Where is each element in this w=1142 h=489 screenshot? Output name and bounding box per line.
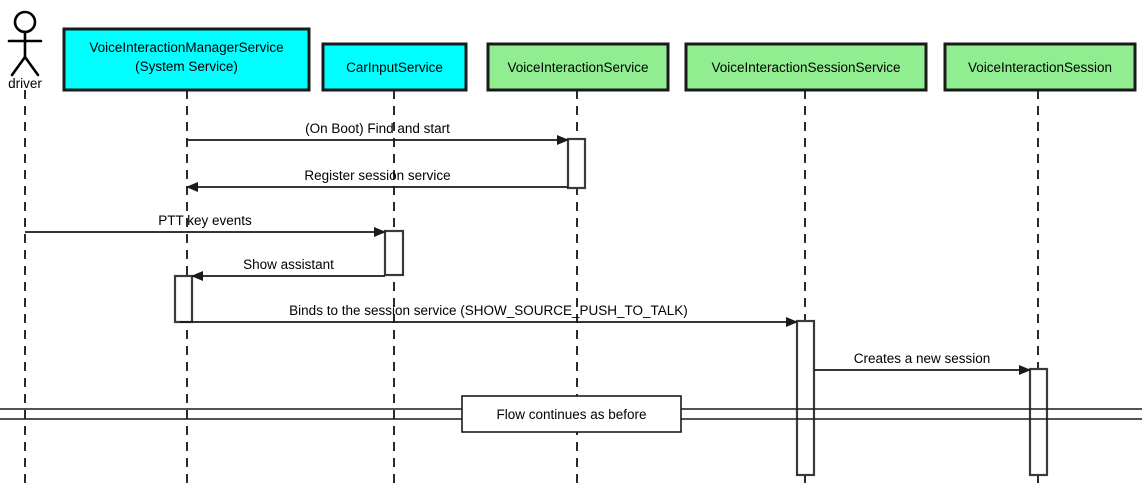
participant-box-vims[interactable] [62, 27, 311, 92]
participant-vsession[interactable]: VoiceInteractionSession [943, 42, 1137, 92]
participant-vsess_service[interactable]: VoiceInteractionSessionService [684, 42, 928, 92]
flow-divider: Flow continues as before [0, 395, 1142, 433]
message-label: PTT key events [158, 213, 252, 228]
participant-vis[interactable]: VoiceInteractionService [486, 42, 670, 92]
activations-layer [173, 137, 1049, 477]
actor-driver: driver [7, 10, 42, 91]
participant-carinput[interactable]: CarInputService [321, 42, 468, 92]
participant-label-carinput: CarInputService [346, 60, 443, 75]
participant-label-vsession: VoiceInteractionSession [968, 60, 1112, 75]
activation-bar [795, 319, 816, 477]
activation-bar [1028, 367, 1049, 477]
divider-note-label: Flow continues as before [496, 407, 646, 422]
message-m1[interactable]: (On Boot) Find and start [187, 121, 569, 145]
message-label: Show assistant [243, 257, 334, 272]
participant-box-vis[interactable] [486, 42, 670, 92]
actor-label-driver: driver [8, 76, 42, 91]
message-m4[interactable]: Show assistant [191, 257, 385, 281]
participant-box-vsess_service[interactable] [684, 42, 928, 92]
participant-label-vis: VoiceInteractionService [507, 60, 648, 75]
message-m3[interactable]: PTT key events [25, 213, 386, 237]
actor-head-icon [13, 10, 37, 34]
activation-bar [566, 137, 587, 190]
divider-layer: Flow continues as before [0, 395, 1142, 433]
participant-vims[interactable]: VoiceInteractionManagerService (System Se… [62, 27, 311, 92]
participant-box-carinput[interactable] [321, 42, 468, 92]
divider-note-box [461, 395, 682, 433]
participant-label-vsess_service: VoiceInteractionSessionService [711, 60, 900, 75]
activation-bar [383, 229, 405, 277]
participant-label-vims: VoiceInteractionManagerService [89, 40, 283, 55]
message-m5[interactable]: Binds to the session service (SHOW_SOURC… [180, 303, 798, 327]
actor-leg-right-icon [23, 55, 40, 77]
participant-box-vsession[interactable] [943, 42, 1137, 92]
actor-leg-left-icon [10, 55, 27, 77]
activation-bar [173, 274, 194, 324]
message-label: Binds to the session service (SHOW_SOURC… [289, 303, 688, 318]
message-label: Register session service [304, 168, 450, 183]
message-m6[interactable]: Creates a new session [814, 351, 1031, 375]
message-m2[interactable]: Register session service [186, 168, 568, 192]
participant-sublabel-vims: (System Service) [135, 59, 238, 74]
message-label: Creates a new session [854, 351, 991, 366]
participants-layer: driver VoiceInteractionManagerService (Sys… [7, 10, 1137, 92]
message-label: (On Boot) Find and start [305, 121, 450, 136]
